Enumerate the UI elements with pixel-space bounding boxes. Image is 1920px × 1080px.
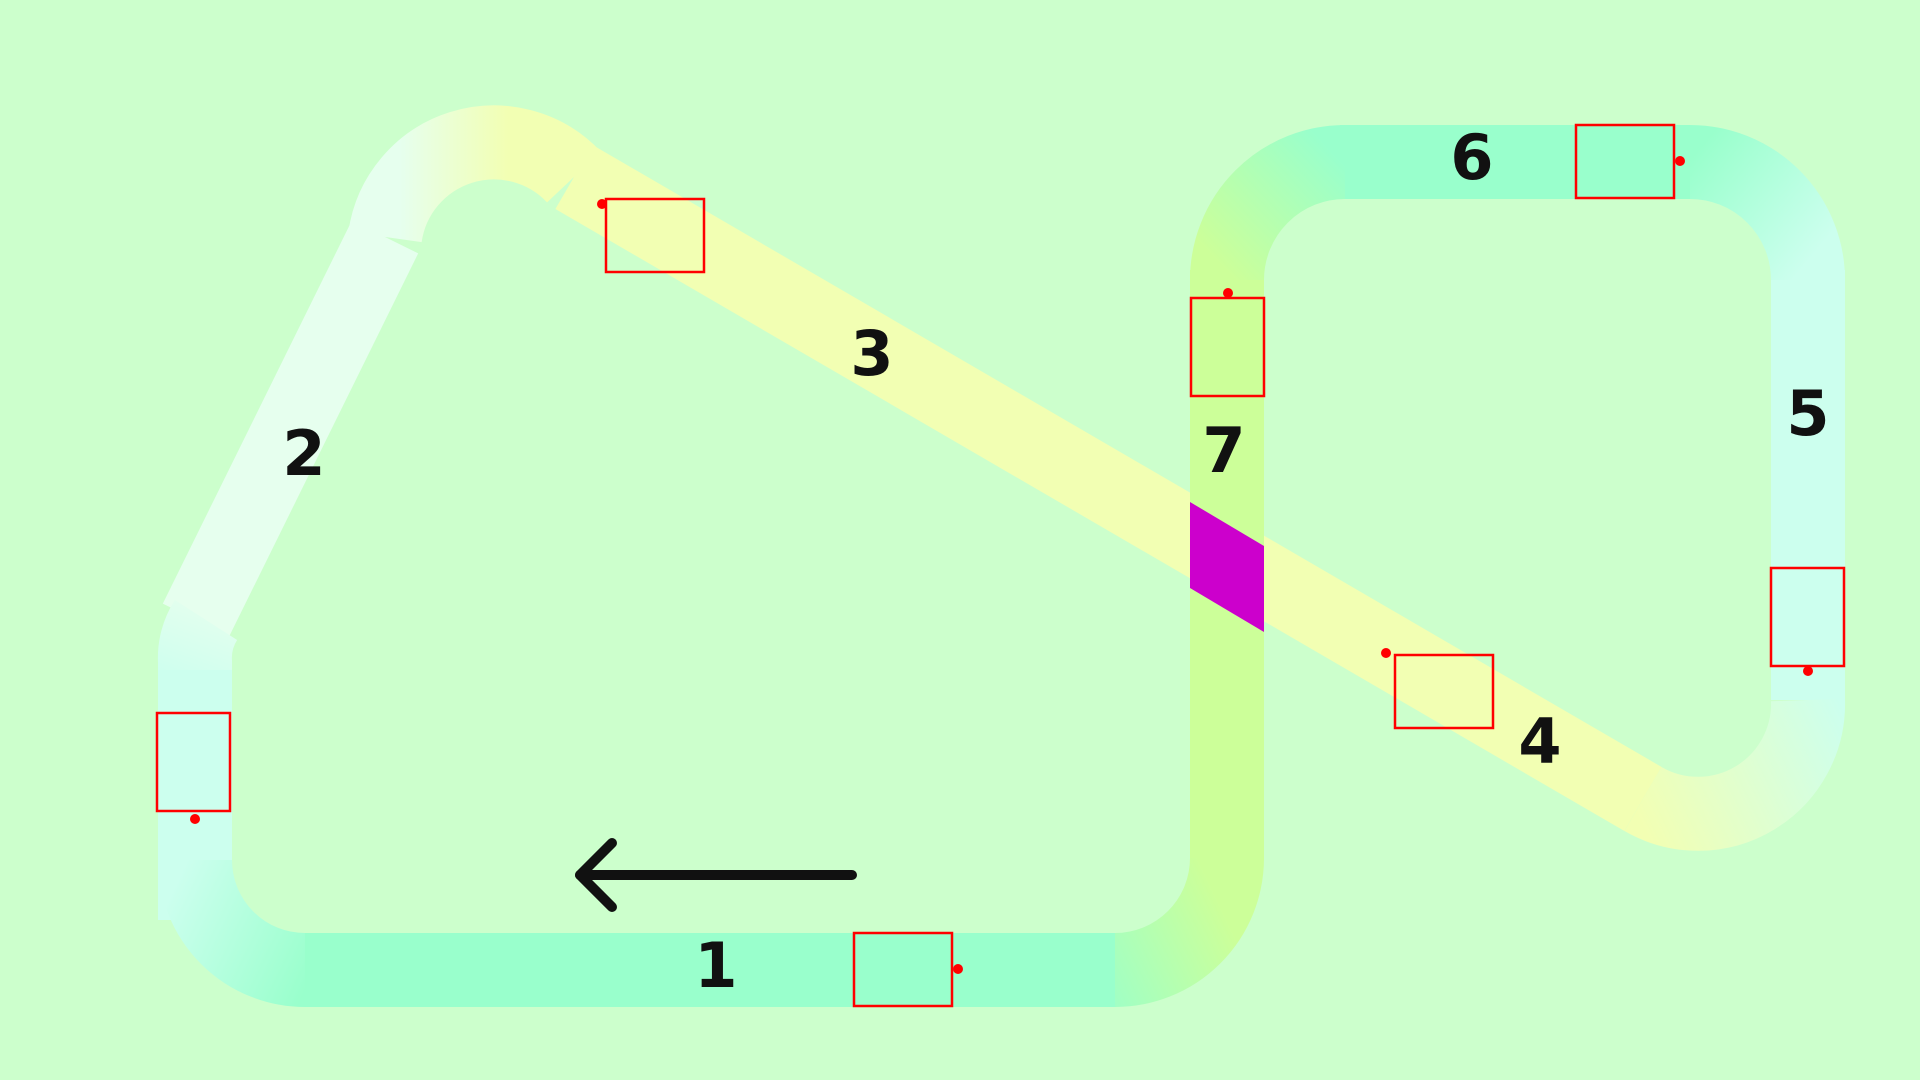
crossing-marker — [1190, 502, 1264, 632]
track-curve-top-right — [1688, 125, 1845, 282]
segment-label-4: 4 — [1518, 705, 1561, 778]
track-curve-left-mid — [157, 599, 238, 670]
track-curve-top-left — [348, 105, 601, 244]
segment-label-6: 6 — [1450, 121, 1493, 194]
sensor-left-vertical — [155, 711, 232, 824]
track-curve-bottom-right — [1113, 856, 1264, 1007]
sensor-segment-5 — [1769, 566, 1846, 676]
track-curve-bottom-far-right — [1624, 698, 1846, 851]
segment-label-1: 1 — [694, 929, 737, 1002]
sensor-segment-7 — [1189, 288, 1266, 398]
segment-labels: 1 2 3 4 5 6 7 — [282, 121, 1829, 1002]
track-curve-top-middle — [1190, 125, 1347, 282]
segment-label-3: 3 — [850, 317, 893, 390]
sensor-segment-3 — [597, 197, 706, 274]
track-segment-3 — [555, 145, 1662, 831]
segment-label-5: 5 — [1786, 377, 1829, 450]
track-segment-2 — [162, 220, 419, 637]
sensor-segment-4 — [1381, 648, 1495, 730]
segment-label-2: 2 — [282, 417, 325, 490]
track-curve-bottom-left — [158, 858, 307, 1007]
sensor-segment-6 — [1574, 123, 1685, 200]
sensors — [155, 123, 1846, 1008]
segment-label-7: 7 — [1202, 414, 1245, 487]
arrow-left-icon — [575, 838, 857, 912]
track — [157, 105, 1846, 1007]
sensor-segment-1 — [852, 931, 963, 1008]
